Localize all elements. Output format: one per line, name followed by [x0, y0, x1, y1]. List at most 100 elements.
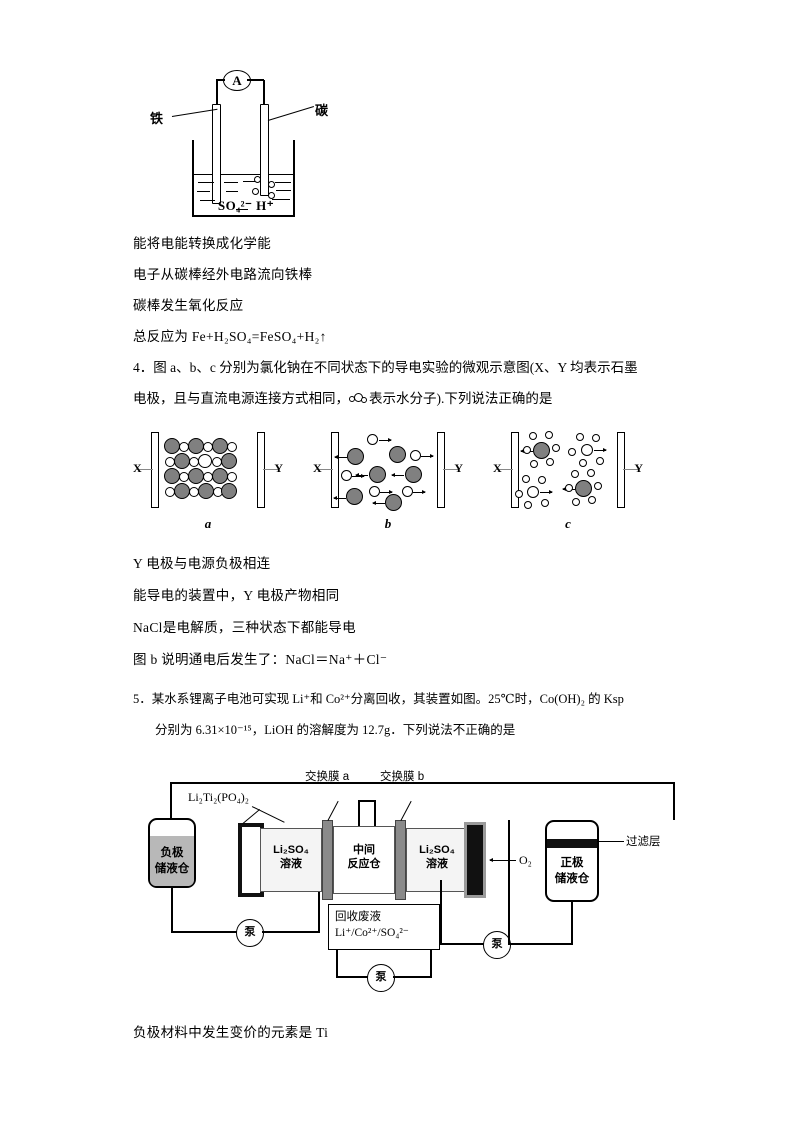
ion-motion-arrow — [594, 448, 607, 453]
question-5-stem-line-1: 5．某水系锂离子电池可实现 Li⁺和 Co²⁺分离回收，其装置如图。25℃时，C… — [133, 690, 624, 708]
question-5-stem-line-2-text: 分别为 6.31×10⁻¹⁵，LiOH 的溶解度为 12.7g．下列说法不正确的… — [155, 723, 516, 737]
ion-motion-arrow — [540, 490, 553, 495]
electrode-x-lead — [497, 469, 513, 470]
pump-right[interactable]: 泵 — [483, 931, 511, 959]
ion-motion-arrow — [372, 501, 385, 506]
water-molecule — [594, 482, 602, 490]
exchange-membrane-a-label: 交换膜 a — [305, 771, 350, 783]
hydrated-sodium-ion — [527, 486, 539, 498]
micro-cell-b: X Y b — [313, 430, 463, 531]
anode-material-label: Li₂Ti₂(PO₄)₂ — [188, 790, 249, 804]
option-4-b-text: 能导电的装置中，Y 电极产物相同 — [133, 588, 340, 603]
positive-tank-label-line2: 储液仓 — [554, 873, 590, 885]
ion-motion-arrow — [380, 490, 393, 495]
electrode-x-label: X — [133, 461, 142, 475]
electrode-y-lead — [623, 469, 639, 470]
water-molecule — [523, 446, 531, 454]
negative-electrolyte-tank: 负极 储液仓 — [148, 818, 196, 888]
water-molecule — [588, 496, 596, 504]
liquid-dash — [198, 182, 214, 183]
option-3-a-text: 能将电能转换成化学能 — [133, 236, 271, 251]
liquid-dash — [243, 181, 256, 182]
solution-surface-line — [192, 174, 295, 175]
question-4-stem-line-1-text: 4．图 a、b、c 分别为氯化钠在不同状态下的导电实验的微观示意图(X、Y 均表… — [133, 360, 638, 375]
middle-chamber-line1: 中间 — [353, 844, 375, 856]
micro-cell-c-caption: c — [565, 516, 571, 531]
electrode-x-lead — [137, 469, 153, 470]
filter-layer-label: 过滤层 — [626, 836, 661, 848]
option-3-c-text: 碳棒发生氧化反应 — [133, 298, 244, 313]
waste-wire-right — [430, 950, 432, 978]
middle-chamber-line2: 反应仓 — [347, 858, 381, 870]
middle-chamber-vent-left — [358, 800, 360, 826]
electrode-x-label: X — [493, 461, 502, 475]
membrane-b-leader-line — [400, 800, 412, 821]
pump-left[interactable]: 泵 — [236, 919, 264, 947]
ion-motion-arrow — [421, 454, 434, 459]
water-molecule — [530, 460, 538, 468]
water-molecule — [541, 499, 549, 507]
micro-cell-b-caption: b — [384, 516, 392, 531]
liquid-dash — [197, 191, 210, 192]
waste-wire-bottom-l — [336, 976, 369, 978]
water-molecule — [596, 457, 604, 465]
sodium-ion — [227, 442, 237, 452]
chloride-ion — [198, 483, 214, 499]
liquid-dash — [226, 191, 238, 192]
water-molecule — [576, 433, 584, 441]
liquid-dash — [276, 190, 291, 191]
hydrated-chloride-ion — [533, 442, 550, 459]
water-molecule — [545, 431, 553, 439]
left-solution-line1: Li₂SO₄ — [273, 844, 309, 856]
chloride-ion — [164, 468, 180, 484]
graphite-electrode-y — [257, 432, 265, 508]
chloride-ion — [188, 438, 204, 454]
electrode-y-lead — [443, 469, 459, 470]
iron-electrode-rod — [212, 104, 221, 204]
graphite-electrode-y — [437, 432, 445, 508]
sodium-ion — [198, 454, 212, 468]
water-molecule — [529, 432, 537, 440]
water-molecule-glyph-icon — [349, 393, 369, 405]
chloride-ion — [212, 468, 228, 484]
waste-line1: 回收废液 — [335, 911, 381, 923]
circuit-wire-pos-cell-up — [440, 880, 442, 945]
beaker — [192, 140, 295, 217]
water-molecule — [552, 444, 560, 452]
water-molecule — [515, 490, 523, 498]
chloride-ion — [369, 466, 386, 483]
chloride-ion — [188, 468, 204, 484]
liquid-dash — [275, 182, 291, 183]
water-molecule — [524, 501, 532, 509]
pump-bottom[interactable]: 泵 — [367, 964, 395, 992]
chloride-ion — [347, 448, 364, 465]
circuit-wire-right-outer-vertical — [508, 820, 510, 945]
ion-motion-arrow — [379, 438, 392, 443]
micro-cell-a-caption: a — [204, 516, 212, 531]
option-3-b-text: 电子从碳棒经外电路流向铁棒 — [133, 267, 313, 282]
left-solution-line2: 溶液 — [280, 858, 302, 870]
option-4-c-text: NaCl是电解质，三种状态下都能导电 — [133, 620, 356, 635]
carbon-electrode-label: 碳 — [315, 103, 329, 118]
water-molecule — [565, 484, 573, 492]
oxygen-label: O₂ — [519, 853, 532, 867]
oxygen-inlet-arrow — [489, 858, 516, 863]
hydrated-chloride-ion — [575, 480, 592, 497]
option-3-b: 电子从碳棒经外电路流向铁棒 — [133, 266, 312, 284]
water-molecule — [571, 470, 579, 478]
option-3-c: 碳棒发生氧化反应 — [133, 297, 243, 315]
right-solution-chamber: Li₂SO₄ 溶液 — [406, 828, 468, 892]
lithium-recovery-apparatus-diagram: 负极 储液仓 泵 Li₂Ti₂(PO₄)₂ Li₂SO₄ 溶液 交换膜 a 中间… — [130, 768, 675, 1008]
exchange-membrane-b — [395, 820, 406, 900]
water-molecule — [592, 434, 600, 442]
waste-line2: Li⁺/Co²⁺/SO₄²⁻ — [335, 927, 409, 939]
anode-leader-line-2 — [242, 809, 261, 825]
gas-bubble — [252, 188, 259, 195]
chloride-ion — [221, 483, 237, 499]
circuit-wire-neg-bottom — [171, 931, 238, 933]
hydrated-sodium-ion — [581, 444, 593, 456]
electrode-y-label: Y — [274, 461, 283, 475]
water-molecule — [579, 459, 587, 467]
liquid-dash — [224, 182, 238, 183]
wire-top-left — [216, 79, 225, 81]
